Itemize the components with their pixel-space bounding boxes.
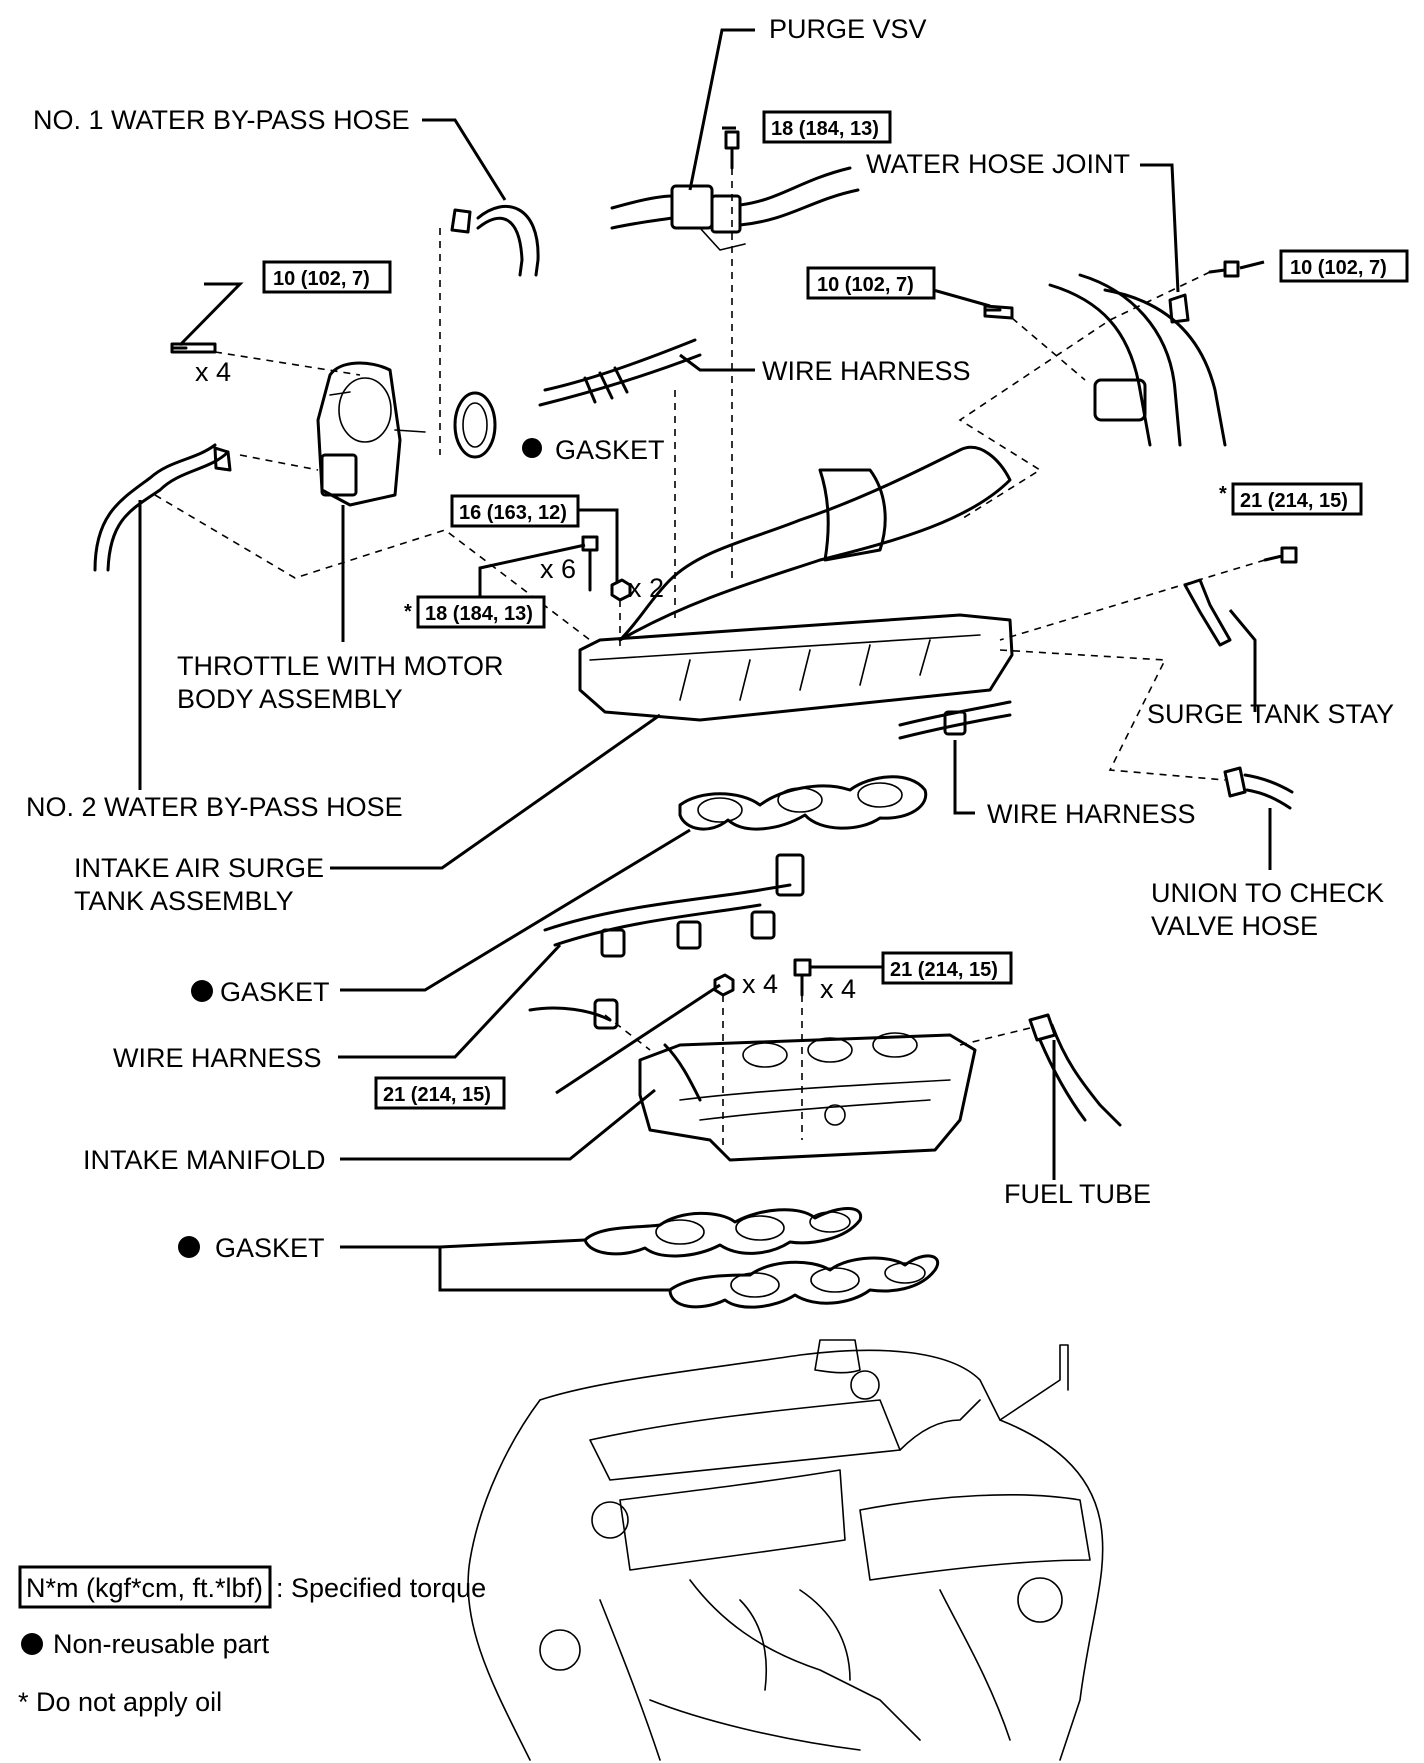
- label-no1-water-bypass-hose: NO. 1 WATER BY-PASS HOSE: [33, 105, 410, 135]
- non-reusable-dot-throttle-gasket: [522, 438, 542, 458]
- qty-surge-tank-bolts: x 6: [540, 554, 576, 584]
- no2-water-bypass-hose-part: [93, 443, 232, 572]
- torque-surge-tank-nut: 16 (163, 12): [459, 502, 567, 524]
- torque-surge-tank-bolt: 18 (184, 13): [425, 603, 533, 625]
- label-gasket-manifold: GASKET: [215, 1233, 325, 1263]
- surge-tank-stay-part: [1183, 578, 1232, 647]
- label-gasket-surge-tank: GASKET: [220, 977, 330, 1007]
- upper-wire-harness-part: [538, 338, 702, 407]
- non-reusable-markers: [21, 438, 542, 1655]
- lower-wire-harness-part: [528, 853, 805, 1030]
- torque-manifold-nut: 21 (214, 15): [383, 1084, 491, 1106]
- torque-boxes: 18 (184, 13) 10 (102, 7) 10 (102, 7) 10 …: [262, 110, 1409, 1110]
- right-wire-harness-part: [898, 700, 1012, 740]
- label-union-check-valve-line1: UNION TO CHECK: [1151, 878, 1384, 908]
- label-purge-vsv: PURGE VSV: [769, 14, 927, 44]
- qty-manifold-bolts: x 4: [820, 974, 856, 1004]
- label-surge-tank-stay: SURGE TANK STAY: [1147, 699, 1394, 729]
- engine-overview-part: [467, 1339, 1104, 1761]
- surge-tank-gasket-part: [678, 775, 928, 831]
- torque-throttle-bolt: 10 (102, 7): [273, 268, 370, 290]
- torque-purge-vsv-bolt: 18 (184, 13): [771, 118, 879, 140]
- legend-torque-box: N*m (kgf*cm, ft.*lbf): [26, 1573, 263, 1603]
- intake-air-surge-tank-part: [578, 445, 1014, 722]
- manifold-gasket-part: [583, 1207, 939, 1309]
- no-oil-asterisk-surge-bolt: *: [404, 601, 412, 623]
- label-intake-air-surge-tank-line1: INTAKE AIR SURGE: [74, 853, 324, 883]
- label-throttle-body-line2: BODY ASSEMBLY: [177, 684, 403, 714]
- leader-lines: [138, 28, 1272, 1292]
- non-reusable-dot-surge-gasket: [191, 980, 213, 1002]
- throttle-gasket-part: [453, 391, 497, 459]
- legend-non-reusable: Non-reusable part: [53, 1629, 270, 1659]
- label-union-check-valve-line2: VALVE HOSE: [1151, 911, 1318, 941]
- fasteners: [170, 130, 1298, 997]
- throttle-body-part: [316, 361, 426, 507]
- qty-throttle-bolts: x 4: [195, 357, 231, 387]
- label-wire-harness-lower: WIRE HARNESS: [113, 1043, 322, 1073]
- torque-water-joint-bolt-right: 10 (102, 7): [1290, 257, 1387, 279]
- label-intake-air-surge-tank-line2: TANK ASSEMBLY: [74, 886, 294, 916]
- label-no2-water-bypass-hose: NO. 2 WATER BY-PASS HOSE: [26, 792, 403, 822]
- intake-manifold-part: [638, 1032, 977, 1162]
- non-reusable-dot-legend: [21, 1633, 43, 1655]
- qty-manifold-nuts: x 4: [742, 969, 778, 999]
- label-fuel-tube: FUEL TUBE: [1004, 1179, 1151, 1209]
- water-hose-joint-part: [1048, 273, 1227, 447]
- legend-torque-text: : Specified torque: [276, 1573, 486, 1603]
- no-oil-asterisk-stay-bolt: *: [1219, 483, 1227, 505]
- torque-surge-tank-stay-bolt: 21 (214, 15): [1240, 490, 1348, 512]
- union-check-valve-hose-part: [1223, 766, 1294, 810]
- no1-water-bypass-hose-part: [450, 204, 540, 277]
- label-wire-harness-right: WIRE HARNESS: [987, 799, 1196, 829]
- label-water-hose-joint: WATER HOSE JOINT: [866, 149, 1130, 179]
- legend-no-oil: * Do not apply oil: [18, 1687, 222, 1717]
- part-labels: PURGE VSV NO. 1 WATER BY-PASS HOSE WATER…: [26, 14, 1394, 1263]
- fuel-tube-part: [1028, 1013, 1122, 1127]
- non-reusable-dot-manifold-gasket: [178, 1236, 200, 1258]
- label-throttle-body-line1: THROTTLE WITH MOTOR: [177, 651, 503, 681]
- label-wire-harness-upper: WIRE HARNESS: [762, 356, 971, 386]
- purge-vsv-part: [610, 166, 860, 251]
- quantities: x 4 x 6 x 2 x 4 x 4: [195, 357, 856, 1004]
- alignment-lines: [154, 168, 1266, 1150]
- torque-water-joint-bolt-left: 10 (102, 7): [817, 274, 914, 296]
- qty-surge-tank-nuts: x 2: [628, 573, 664, 603]
- label-gasket-throttle: GASKET: [555, 435, 665, 465]
- legend: N*m (kgf*cm, ft.*lbf) : Specified torque…: [18, 1565, 486, 1717]
- torque-manifold-bolt: 21 (214, 15): [890, 959, 998, 981]
- label-intake-manifold: INTAKE MANIFOLD: [83, 1145, 326, 1175]
